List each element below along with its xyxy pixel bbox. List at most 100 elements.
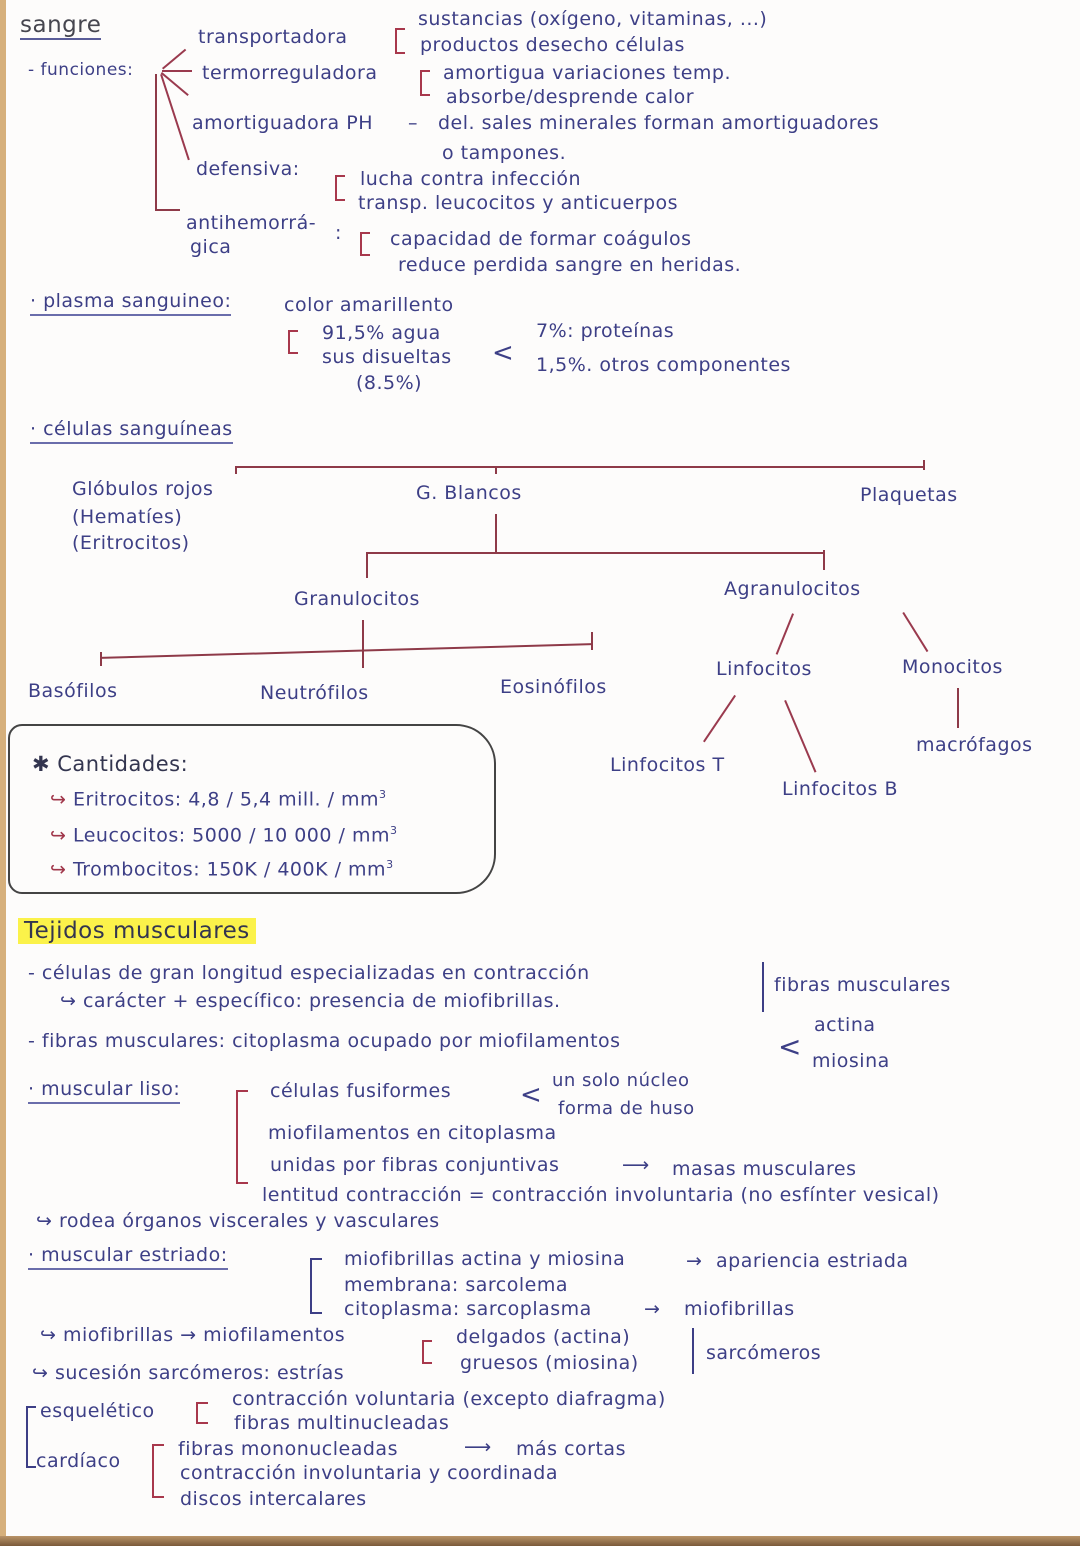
estriado-delgados: delgados (actina): [456, 1326, 631, 1348]
node-basofilos: Basófilos: [28, 680, 118, 702]
muscular-estriado-label: · muscular estriado:: [28, 1244, 228, 1270]
detail-text: transp. leucocitos y anticuerpos: [358, 192, 679, 214]
liso-miofilamentos: miofilamentos en citoplasma: [268, 1122, 557, 1144]
cantidad-label: Trombocitos:: [72, 858, 201, 881]
cantidad-row: ↪ Eritrocitos: 4,8 / 5,4 mill. / mm3: [50, 788, 387, 810]
desk-edge-left: [0, 0, 6, 1546]
bracket: [152, 1444, 164, 1498]
tree-line: [100, 652, 102, 666]
arrow-icon: ↪: [50, 824, 67, 847]
tree-line: [784, 700, 817, 773]
tree-line: [235, 466, 925, 468]
angle-bracket: <: [520, 1080, 543, 1110]
estriado-sucesion: ↪ sucesión sarcómeros: estrías: [32, 1362, 345, 1384]
funcion-defensiva: defensiva:: [196, 158, 300, 180]
funcion-antihemorragica-cont: gica: [190, 236, 232, 258]
superscript: 3: [379, 788, 387, 801]
tree-line: [495, 514, 497, 552]
tree-line: [703, 694, 736, 743]
desk-edge-bottom: [0, 1536, 1080, 1546]
tree-line: [591, 632, 593, 650]
bracket: [310, 1258, 322, 1314]
detail-text: lucha contra infección: [360, 168, 582, 190]
tree-line: [902, 612, 929, 653]
estriado-mio-line: ↪ miofibrillas → miofilamentos: [40, 1324, 346, 1346]
node-neutrofilos: Neutrófilos: [260, 682, 369, 704]
liso-masas: masas musculares: [672, 1158, 857, 1180]
funcion-antihemorragica: antihemorrá-: [186, 212, 317, 234]
estriado-miofibrillas: miofibrillas actina y miosina: [344, 1248, 626, 1270]
angle-bracket: <: [492, 338, 515, 368]
detail-text: o tampones.: [442, 142, 567, 164]
arrow-icon: ⟶: [622, 1154, 650, 1176]
superscript: 3: [389, 824, 398, 837]
estriado-miofibrillas2: miofibrillas: [684, 1298, 795, 1320]
node-granulocitos: Granulocitos: [294, 588, 420, 610]
detail-text: sustancias (oxígeno, vitaminas, ...): [418, 8, 768, 30]
cantidad-row: ↪ Trombocitos: 150K / 400K / mm3: [50, 858, 394, 880]
liso-unidas: unidas por fibras conjuntivas: [270, 1154, 560, 1176]
brace-line: [762, 962, 764, 1012]
tejidos-celulas: - células de gran longitud especializada…: [28, 962, 590, 984]
plasma-otros: 1,5%. otros componentes: [536, 354, 791, 376]
node-globulos-rojos: Glóbulos rojos: [72, 478, 214, 500]
angle-bracket: <: [778, 1030, 802, 1063]
bracket: [26, 1406, 36, 1468]
node-agranulocitos: Agranulocitos: [724, 578, 861, 600]
tree-line: [366, 552, 368, 578]
cantidad-row: ↪ Leucocitos: 5000 / 10 000 / mm3: [50, 824, 397, 846]
cantidades-box: [8, 724, 496, 894]
bracket: [422, 1340, 432, 1364]
tree-line: [362, 620, 364, 668]
node-linfocitos-b: Linfocitos B: [782, 778, 898, 800]
tree-line: [957, 688, 959, 728]
tree-line: [823, 550, 825, 570]
plasma-agua: 91,5% agua: [322, 322, 441, 344]
branch-line: [155, 74, 157, 209]
muscular-liso-label: · muscular liso:: [28, 1078, 181, 1104]
branch-line: [155, 209, 180, 211]
tree-line: [775, 613, 794, 655]
node-linfocitos-t: Linfocitos T: [610, 754, 725, 776]
arrow-icon: →: [644, 1298, 661, 1320]
arrow-icon: ⟶: [464, 1436, 492, 1458]
node-hematies: (Hematíes): [72, 506, 183, 528]
estriado-citoplasma: citoplasma: sarcoplasma: [344, 1298, 592, 1320]
node-macrofagos: macrófagos: [916, 734, 1033, 756]
estriado-membrana: membrana: sarcolema: [344, 1274, 568, 1296]
detail-text: reduce perdida sangre en heridas.: [398, 254, 742, 276]
node-eosinofilos: Eosinófilos: [500, 676, 607, 698]
detail-text: productos desecho células: [420, 34, 685, 56]
highlighted-title: Tejidos musculares: [18, 918, 256, 944]
liso-fusiformes: células fusiformes: [270, 1080, 452, 1102]
cantidad-value: 4,8 / 5,4 mill. / mm: [188, 788, 380, 811]
node-plaquetas: Plaquetas: [860, 484, 958, 506]
liso-rodea: ↪ rodea órganos viscerales y vasculares: [36, 1210, 440, 1232]
bracket: [196, 1402, 208, 1424]
funcion-termorreguladora: termorreguladora: [202, 62, 378, 84]
funciones-label: - funciones:: [28, 60, 134, 80]
cantidad-label: Eritrocitos:: [72, 788, 182, 811]
branch-line: [162, 70, 192, 72]
bracket: [335, 175, 345, 201]
cantidades-title: ✱ Cantidades:: [32, 752, 189, 776]
tree-line: [495, 466, 497, 474]
cardiaco-label: cardíaco: [36, 1450, 121, 1472]
estriado-apariencia: apariencia estriada: [716, 1250, 909, 1272]
arrow-icon: →: [686, 1250, 703, 1272]
bracket: [288, 330, 298, 354]
miosina: miosina: [812, 1050, 890, 1072]
section-title-sangre: sangre: [20, 12, 102, 40]
esqueletico-item: contracción voluntaria (excepto diafragm…: [232, 1388, 666, 1410]
plasma-sus: sus disueltas: [322, 346, 452, 368]
arrow-icon: ↪: [50, 788, 67, 811]
node-linfocitos: Linfocitos: [716, 658, 812, 680]
tree-line: [235, 466, 237, 474]
branch-line: [160, 74, 190, 161]
liso-nucleo: un solo núcleo: [552, 1070, 690, 1091]
actina: actina: [814, 1014, 876, 1036]
liso-huso: forma de huso: [558, 1098, 695, 1119]
bracket: [420, 70, 430, 96]
node-eritrocitos: (Eritrocitos): [72, 532, 190, 554]
detail-text: del. sales minerales forman amortiguador…: [438, 112, 880, 134]
